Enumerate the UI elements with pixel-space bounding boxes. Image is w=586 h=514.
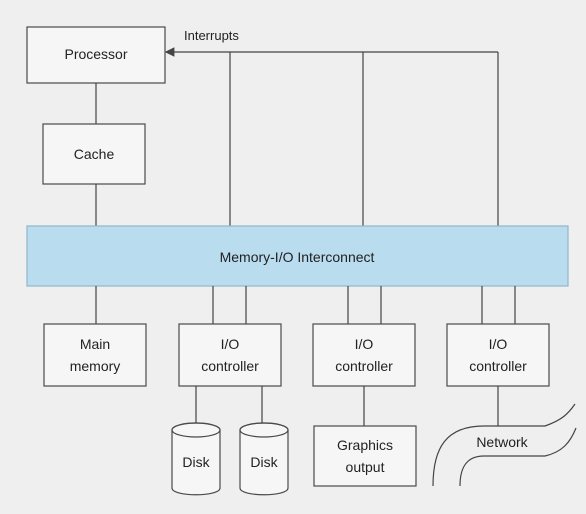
graphics-output-label-line1: Graphics: [337, 437, 393, 453]
cache-label: Cache: [74, 146, 115, 162]
io-controller-1-label-line2: controller: [201, 358, 259, 374]
io-controller-2-label-line1: I/O: [355, 336, 374, 352]
graphics-output-label-line2: output: [346, 459, 385, 475]
network-label: Network: [476, 434, 528, 450]
io-controller-1-label-line1: I/O: [221, 336, 240, 352]
memory-io-interconnect: [26, 225, 569, 287]
io-controller-3-label-line1: I/O: [489, 336, 508, 352]
main-memory-label-line1: Main: [80, 336, 110, 352]
io-controller-3-label-line2: controller: [469, 358, 527, 374]
io-controller-2-box: [312, 323, 416, 387]
cache-box: [42, 123, 146, 185]
main-memory-label-line2: memory: [70, 358, 121, 374]
interrupts-label: Interrupts: [184, 28, 239, 43]
graphics-output-box: [313, 425, 417, 487]
network-top-curve: [432, 403, 576, 487]
network-shape: Network: [432, 403, 577, 487]
io-controller-2-label-line2: controller: [335, 358, 393, 374]
io-controller-3-box: [446, 323, 550, 387]
disk-2-label: Disk: [250, 454, 278, 470]
main-memory-box: [43, 323, 147, 387]
memory-io-interconnect-label: Memory-I/O Interconnect: [220, 249, 375, 265]
processor-box: [26, 26, 166, 84]
network-bottom-curve: [459, 427, 577, 487]
io-controller-1-box: [178, 323, 282, 387]
disk-1-label: Disk: [182, 454, 210, 470]
interrupt-lines: [164, 47, 499, 226]
disk-2: Disk: [239, 422, 289, 496]
disk-1: Disk: [171, 422, 221, 496]
processor-label: Processor: [64, 46, 127, 62]
